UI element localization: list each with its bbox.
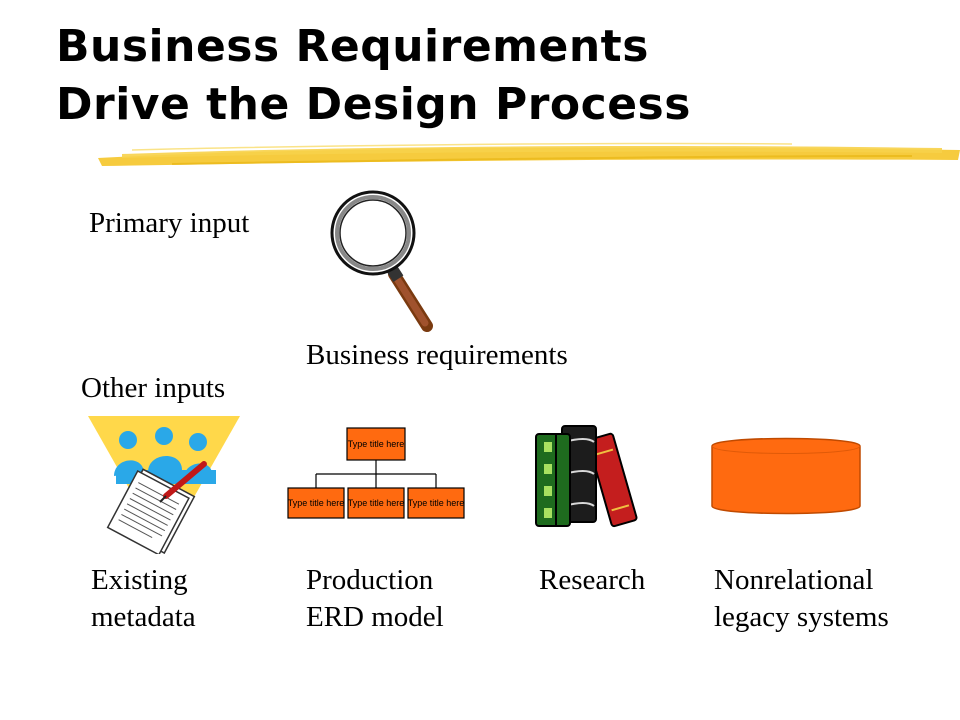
research-label: Research: [539, 562, 645, 599]
research-line-1: Research: [539, 564, 646, 596]
org-top-box-text: Type title here: [348, 439, 405, 449]
nonrelational-line-2: legacy systems: [714, 601, 889, 633]
title-line-2: Drive the Design Process: [56, 79, 691, 130]
other-inputs-label: Other inputs: [81, 372, 226, 404]
slide-title: Business Requirements Drive the Design P…: [56, 18, 936, 134]
org-chart-icon: Type title here Type title here Type tit…: [287, 427, 465, 519]
existing-metadata-line-1: Existing: [91, 564, 188, 596]
org-child-box-text: Type title here: [288, 498, 345, 508]
magnifying-glass-icon: [330, 190, 433, 332]
title-line-1: Business Requirements: [56, 21, 649, 72]
nonrelational-line-1: Nonrelational: [714, 564, 874, 596]
existing-metadata-label: Existing metadata: [91, 562, 196, 636]
primary-input-label: Primary input: [89, 207, 250, 239]
production-erd-line-1: Production: [306, 564, 434, 596]
existing-metadata-line-2: metadata: [91, 601, 196, 633]
nonrelational-legacy-label: Nonrelational legacy systems: [714, 562, 889, 636]
production-erd-label: Production ERD model: [306, 562, 444, 636]
production-erd-line-2: ERD model: [306, 601, 444, 633]
org-child-box-text: Type title here: [348, 498, 405, 508]
meeting-notes-icon: [88, 416, 240, 554]
business-requirements-label: Business requirements: [306, 339, 568, 371]
books-icon: [535, 425, 638, 528]
org-child-box-text: Type title here: [408, 498, 465, 508]
database-cylinder-icon: [711, 437, 861, 515]
highlighter-stroke: [98, 142, 960, 166]
